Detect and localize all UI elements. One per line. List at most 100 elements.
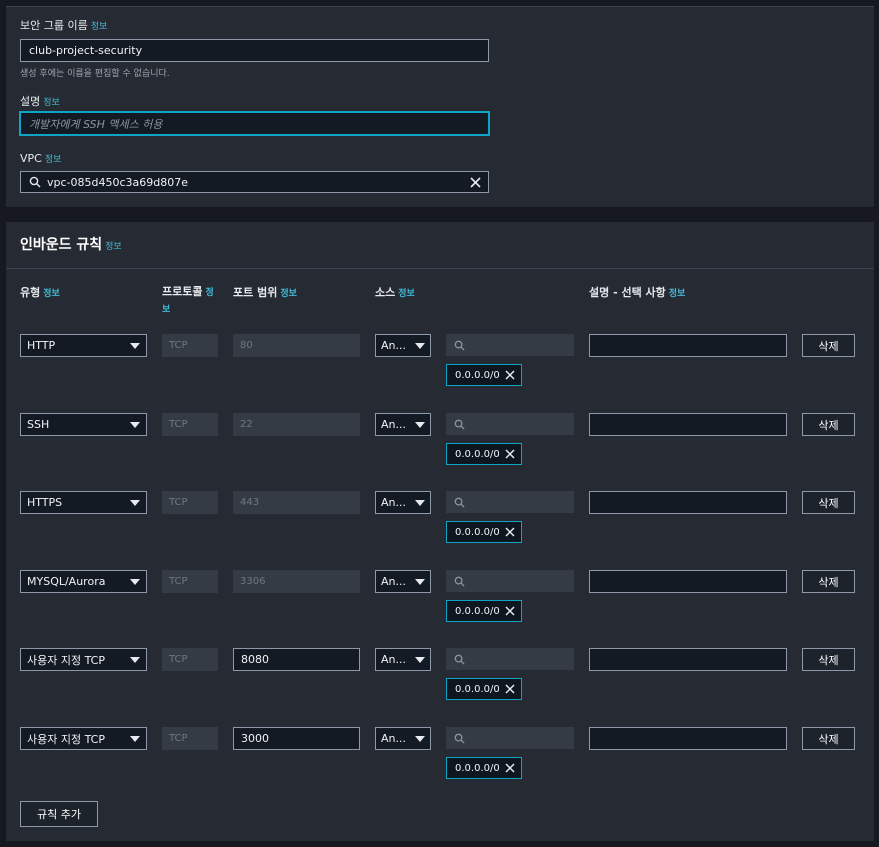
rule-port-input[interactable]: 8080 — [233, 648, 360, 671]
rule-port-input: 22 — [233, 413, 360, 436]
name-label: 보안 그룹 이름 — [20, 19, 88, 32]
cidr-token: 0.0.0.0/0 — [446, 678, 522, 700]
vpc-info-link[interactable]: 정보 — [44, 155, 62, 165]
remove-token-icon[interactable] — [505, 684, 515, 694]
search-icon — [454, 576, 465, 587]
search-icon — [454, 654, 465, 665]
description-info-link[interactable]: 정보 — [43, 98, 60, 108]
rule-port-input[interactable]: 3000 — [233, 727, 360, 750]
delete-rule-button[interactable]: 삭제 — [802, 727, 855, 750]
search-icon — [454, 419, 465, 430]
caret-down-icon — [130, 421, 140, 428]
rule-type-select[interactable]: 사용자 지정 TCP — [20, 727, 147, 750]
remove-token-icon[interactable] — [505, 606, 515, 616]
security-group-name-input[interactable]: club-project-security — [20, 39, 489, 62]
rule-source-select[interactable]: An... — [375, 727, 431, 750]
rule-source-select[interactable]: An... — [375, 413, 431, 436]
remove-token-icon[interactable] — [505, 527, 515, 537]
rule-protocol-field: TCP — [162, 648, 218, 671]
rule-description-input[interactable] — [589, 727, 787, 750]
rule-source-select[interactable]: An... — [375, 648, 431, 671]
rule-type-select[interactable]: 사용자 지정 TCP — [20, 648, 147, 671]
col-description-info[interactable]: 정보 — [668, 289, 686, 299]
rule-cidr-search[interactable] — [446, 413, 574, 435]
rule-type-select[interactable]: SSH — [20, 413, 147, 436]
rule-source-select[interactable]: An... — [375, 570, 431, 593]
rule-description-input[interactable] — [589, 334, 787, 357]
name-hint: 생성 후에는 이름을 편집할 수 없습니다. — [20, 69, 170, 79]
cidr-token-label: 0.0.0.0/0 — [455, 605, 500, 617]
remove-token-icon[interactable] — [505, 370, 515, 380]
rule-type-value: HTTP — [27, 339, 56, 352]
rule-port-input: 80 — [233, 334, 360, 357]
description-placeholder: 개발자에게 SSH 액세스 허용 — [29, 117, 163, 131]
col-description-label: 설명 - 선택 사항 — [589, 286, 666, 299]
delete-rule-button[interactable]: 삭제 — [802, 648, 855, 671]
vpc-select[interactable]: vpc-085d450c3a69d807e — [20, 171, 489, 193]
rule-description-input[interactable] — [589, 413, 787, 436]
rule-port-input: 443 — [233, 491, 360, 514]
description-input[interactable]: 개발자에게 SSH 액세스 허용 — [19, 111, 490, 136]
rule-description-input[interactable] — [589, 570, 787, 593]
delete-rule-button[interactable]: 삭제 — [802, 491, 855, 514]
delete-rule-button[interactable]: 삭제 — [802, 570, 855, 593]
caret-down-icon — [415, 421, 425, 428]
cidr-token: 0.0.0.0/0 — [446, 443, 522, 465]
col-protocol-info-1[interactable]: 정 — [205, 288, 214, 298]
rule-source-select[interactable]: An... — [375, 491, 431, 514]
cidr-token-label: 0.0.0.0/0 — [455, 526, 500, 538]
rule-protocol-field: TCP — [162, 727, 218, 750]
rule-description-input[interactable] — [589, 648, 787, 671]
rule-cidr-search[interactable] — [446, 727, 574, 749]
rule-type-select[interactable]: HTTPS — [20, 491, 147, 514]
rule-type-value: 사용자 지정 TCP — [27, 653, 105, 667]
rule-type-select[interactable]: MYSQL/Aurora — [20, 570, 147, 593]
delete-rule-button[interactable]: 삭제 — [802, 413, 855, 436]
rule-cidr-search[interactable] — [446, 648, 574, 670]
search-icon — [454, 340, 465, 351]
rule-protocol-field: TCP — [162, 491, 218, 514]
clear-icon[interactable] — [470, 177, 481, 188]
caret-down-icon — [415, 735, 425, 742]
rule-cidr-search[interactable] — [446, 491, 574, 513]
rule-cidr-search[interactable] — [446, 334, 574, 356]
search-icon — [29, 176, 41, 188]
name-info-link[interactable]: 정보 — [90, 22, 108, 32]
rule-type-value: 사용자 지정 TCP — [27, 732, 105, 746]
rule-type-value: HTTPS — [27, 496, 63, 509]
col-port-info[interactable]: 정보 — [280, 289, 297, 299]
rule-port-input: 3306 — [233, 570, 360, 593]
cidr-token: 0.0.0.0/0 — [446, 364, 522, 386]
rule-description-input[interactable] — [589, 491, 787, 514]
remove-token-icon[interactable] — [505, 449, 515, 459]
col-type-label: 유형 — [20, 286, 41, 299]
vpc-value: vpc-085d450c3a69d807e — [47, 175, 189, 189]
rule-cidr-search[interactable] — [446, 570, 574, 592]
add-rule-button[interactable]: 규칙 추가 — [20, 801, 98, 827]
rule-source-value: An... — [381, 653, 406, 666]
remove-token-icon[interactable] — [505, 763, 515, 773]
col-source-info[interactable]: 정보 — [398, 289, 415, 299]
header-divider — [6, 268, 874, 269]
delete-rule-button[interactable]: 삭제 — [802, 334, 855, 357]
inbound-info-link[interactable]: 정보 — [105, 242, 122, 252]
col-protocol-info-2[interactable]: 보 — [162, 305, 171, 315]
col-type-info[interactable]: 정보 — [43, 289, 60, 299]
rule-type-select[interactable]: HTTP — [20, 334, 147, 357]
vpc-label: VPC — [20, 152, 42, 165]
rule-source-select[interactable]: An... — [375, 334, 431, 357]
rule-protocol-field: TCP — [162, 413, 218, 436]
search-icon — [454, 497, 465, 508]
rule-source-value: An... — [381, 339, 406, 352]
cidr-token-label: 0.0.0.0/0 — [455, 683, 500, 695]
